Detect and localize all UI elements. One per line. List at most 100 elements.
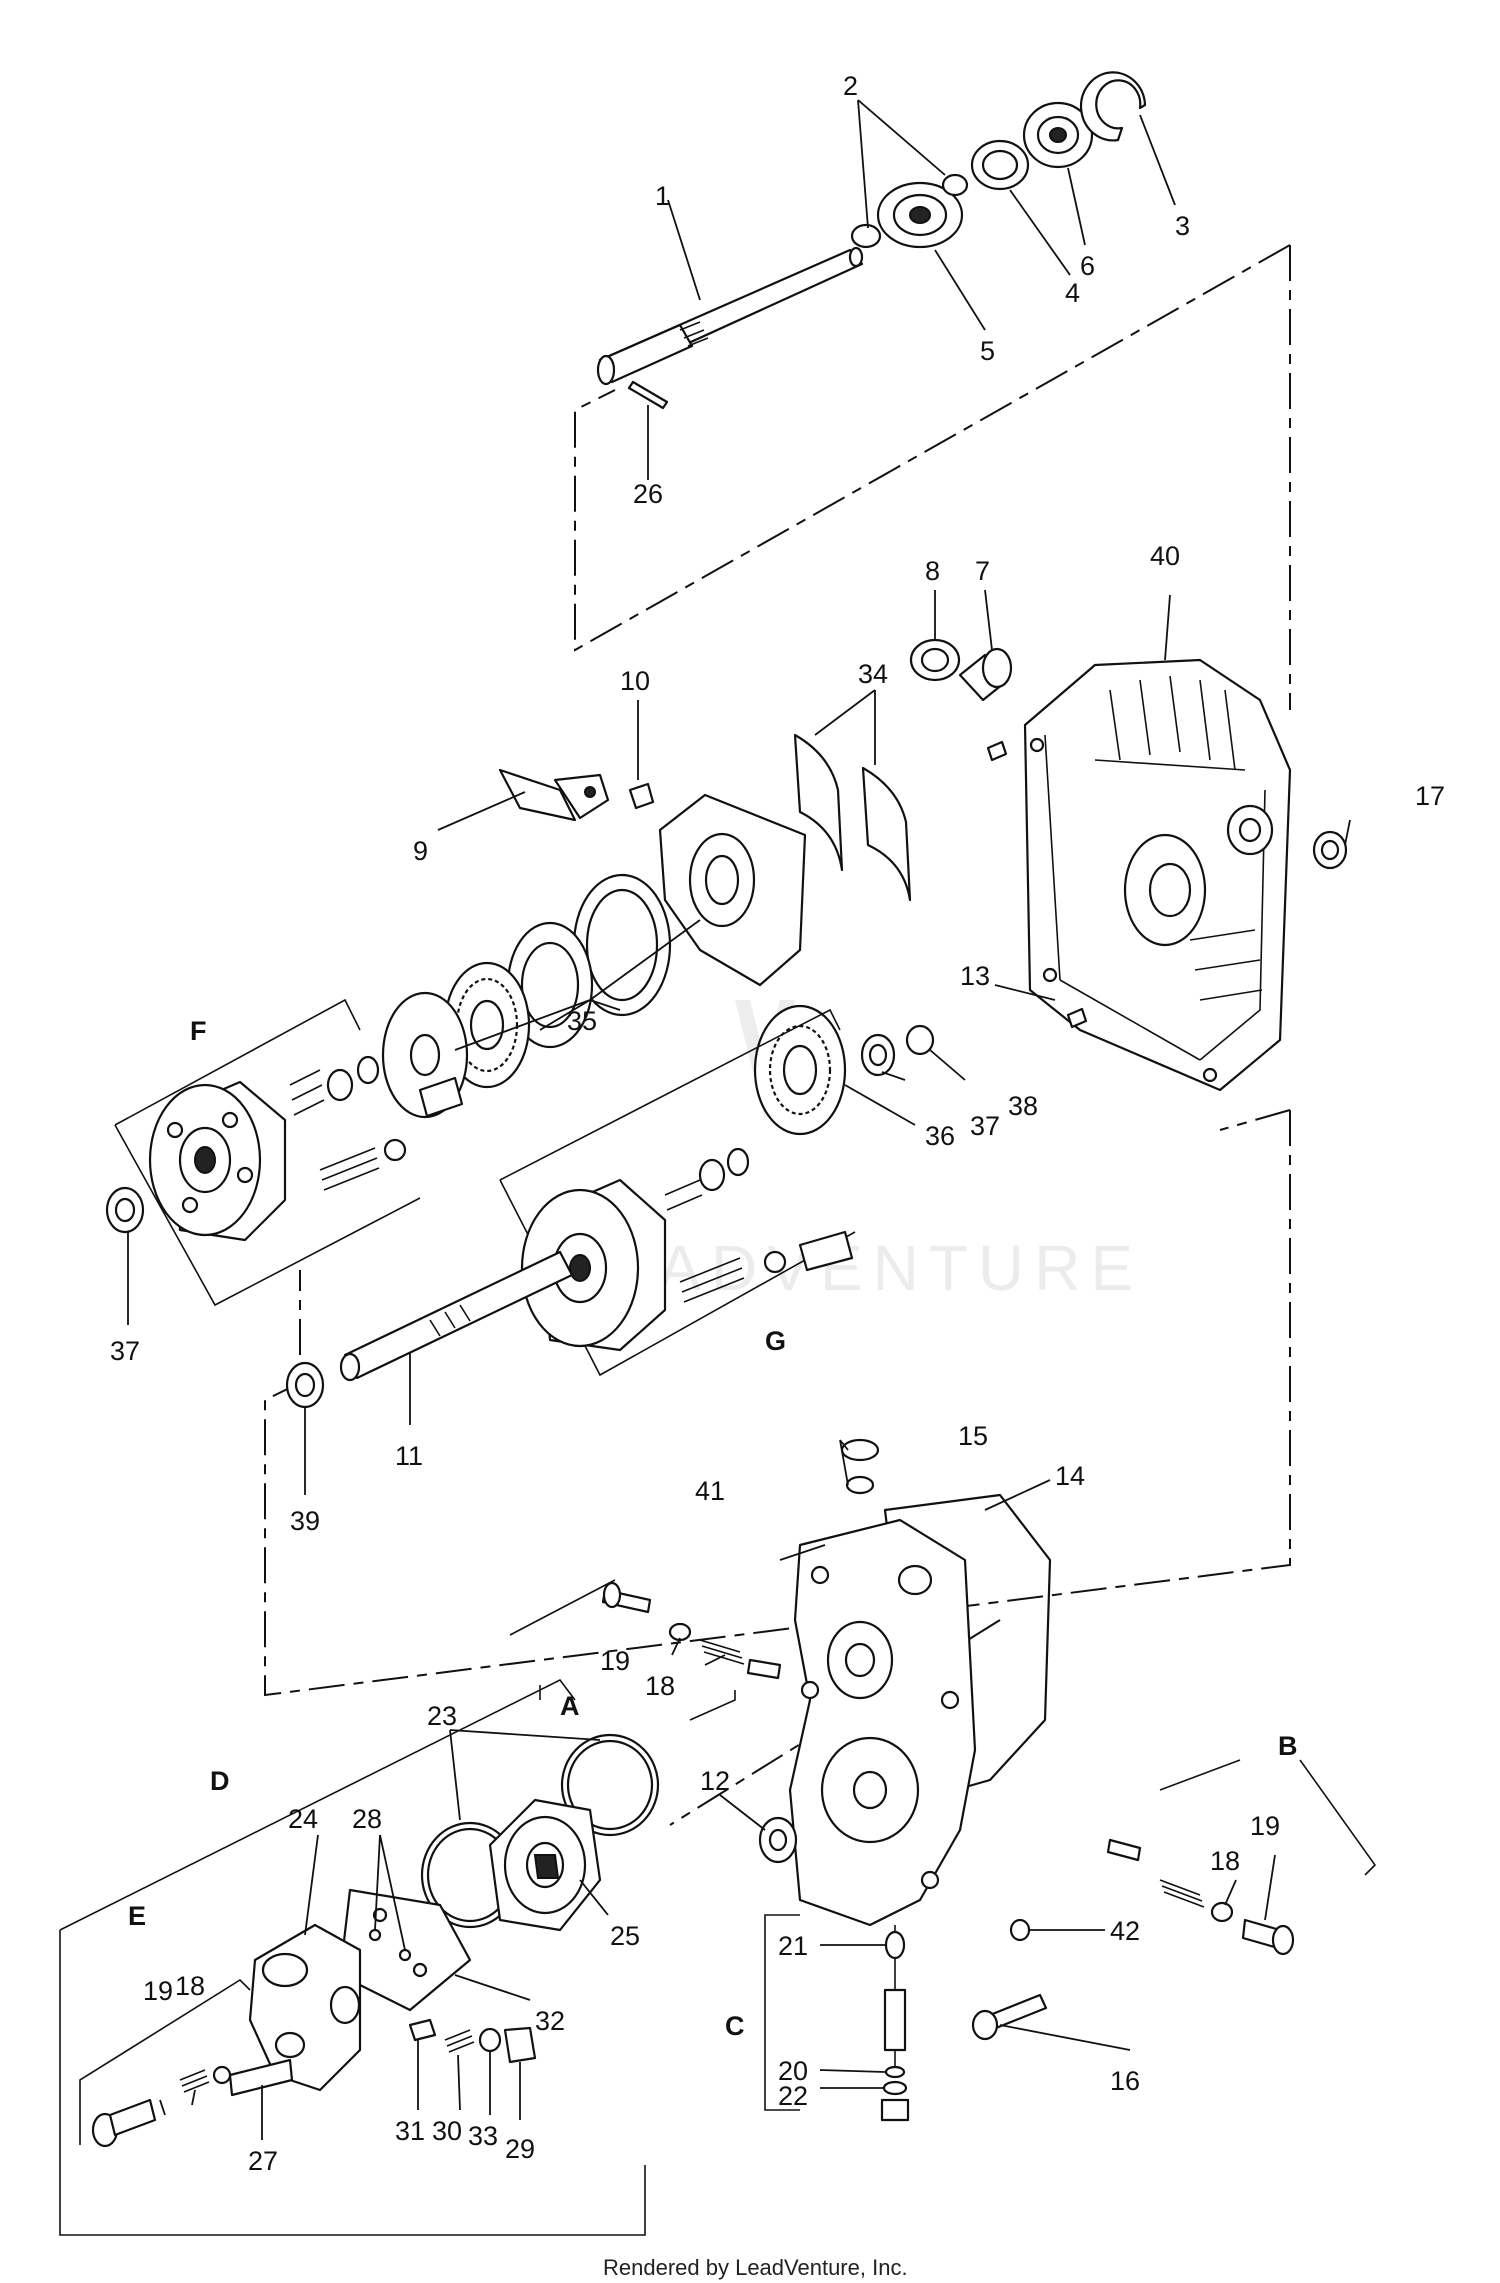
label-11: 11 — [395, 1441, 423, 1471]
label-21: 21 — [778, 1931, 808, 1961]
group-letters: A B C D E F G — [128, 1016, 1298, 2041]
part-thrust-34b — [861, 766, 912, 902]
label-1: 1 — [655, 181, 670, 211]
label-9: 9 — [413, 836, 428, 866]
label-20: 20 — [778, 2056, 808, 2086]
part-number-labels: 1 2 3 4 5 6 7 8 9 10 11 12 13 14 15 16 1… — [110, 71, 1445, 2176]
part-housing-24 — [248, 1923, 362, 2092]
part-group-c-valve — [764, 1914, 910, 2122]
label-6: 6 — [1080, 251, 1095, 281]
part-shaft-11 — [339, 1250, 574, 1382]
part-group-g-cylinder — [499, 1008, 856, 1377]
part-bearing-5 — [876, 181, 964, 249]
label-2: 2 — [843, 71, 858, 101]
group-d: D — [210, 1766, 230, 1796]
group-b: B — [1278, 1731, 1298, 1761]
footer-credit: Rendered by LeadVenture, Inc. — [603, 2255, 908, 2280]
part-group-a-valve — [509, 1579, 782, 1721]
part-seal-12 — [758, 1816, 798, 1864]
label-26: 26 — [633, 479, 663, 509]
group-g: G — [765, 1326, 786, 1356]
part-pin-26 — [627, 380, 669, 410]
part-bearing-37b — [860, 1033, 896, 1077]
part-ring-2b — [941, 173, 969, 197]
label-23: 23 — [427, 1701, 457, 1731]
part-group-d-pump — [59, 1678, 660, 2236]
part-group-b-valve — [1106, 1759, 1377, 1956]
part-center-section-41 — [788, 1518, 977, 1927]
label-29: 29 — [505, 2134, 535, 2164]
part-plug-15 — [840, 1438, 880, 1495]
label-13: 13 — [960, 961, 990, 991]
label-33: 33 — [468, 2121, 498, 2151]
part-washer-33 — [478, 2027, 502, 2053]
label-40: 40 — [1150, 541, 1180, 571]
label-12: 12 — [700, 1766, 730, 1796]
label-18-e: 18 — [175, 1971, 205, 2001]
label-39: 39 — [290, 1506, 320, 1536]
label-18-b: 18 — [1210, 1846, 1240, 1876]
label-36: 36 — [925, 1121, 955, 1151]
label-4: 4 — [1065, 278, 1080, 308]
label-14: 14 — [1055, 1461, 1085, 1491]
label-3: 3 — [1175, 211, 1190, 241]
label-19-e: 19 — [143, 1976, 173, 2006]
label-22: 22 — [778, 2081, 808, 2111]
label-30: 30 — [432, 2116, 462, 2146]
part-plug-42 — [1009, 1918, 1031, 1942]
label-15: 15 — [958, 1421, 988, 1451]
part-snap-ring-3 — [1079, 71, 1147, 142]
part-bolt-16 — [971, 1993, 1048, 2041]
part-trunnion-9 — [498, 768, 610, 822]
part-thrust-34a — [793, 733, 844, 872]
label-31: 31 — [395, 2116, 425, 2146]
label-42: 42 — [1110, 1916, 1140, 1946]
label-27: 27 — [248, 2146, 278, 2176]
leader-lines — [127, 99, 1351, 2140]
part-spring-30 — [444, 2029, 475, 2053]
label-28: 28 — [352, 1804, 382, 1834]
part-bearing-6 — [1022, 101, 1094, 169]
part-washer-4 — [970, 139, 1030, 191]
group-f: F — [190, 1016, 207, 1046]
part-block-10 — [628, 782, 655, 810]
label-41: 41 — [695, 1476, 725, 1506]
label-17: 17 — [1415, 781, 1445, 811]
part-pins-28 — [368, 1928, 412, 1962]
label-25: 25 — [610, 1921, 640, 1951]
part-block-31 — [408, 2018, 437, 2042]
label-34: 34 — [858, 659, 888, 689]
part-bearing-39 — [285, 1361, 325, 1409]
part-bearing-37a — [105, 1186, 145, 1234]
part-ring-2a — [850, 223, 882, 249]
part-input-shaft — [596, 246, 864, 386]
label-24: 24 — [288, 1804, 318, 1834]
label-19-b: 19 — [1250, 1811, 1280, 1841]
group-a: A — [560, 1691, 580, 1721]
label-5: 5 — [980, 336, 995, 366]
label-32: 32 — [535, 2006, 565, 2036]
label-35: 35 — [567, 1006, 597, 1036]
group-e: E — [128, 1901, 146, 1931]
label-19-a: 19 — [600, 1646, 630, 1676]
label-38: 38 — [1008, 1091, 1038, 1121]
part-seal-8 — [909, 638, 961, 682]
label-18-a: 18 — [645, 1671, 675, 1701]
label-7: 7 — [975, 556, 990, 586]
part-pump-cover-25 — [488, 1798, 602, 1932]
label-37-b: 37 — [970, 1111, 1000, 1141]
label-37-a: 37 — [110, 1336, 140, 1366]
part-cap-38 — [905, 1024, 935, 1056]
part-group-f-cylinder — [114, 998, 464, 1307]
label-16: 16 — [1110, 2066, 1140, 2096]
label-10: 10 — [620, 666, 650, 696]
part-bushing-7 — [958, 647, 1013, 702]
label-8: 8 — [925, 556, 940, 586]
part-housing-40 — [986, 658, 1292, 1092]
part-plug-17 — [1312, 830, 1348, 870]
part-cap-29 — [503, 2026, 537, 2064]
part-ring-35a — [572, 873, 672, 1017]
group-c: C — [725, 2011, 745, 2041]
part-fitting-27 — [228, 2058, 294, 2097]
